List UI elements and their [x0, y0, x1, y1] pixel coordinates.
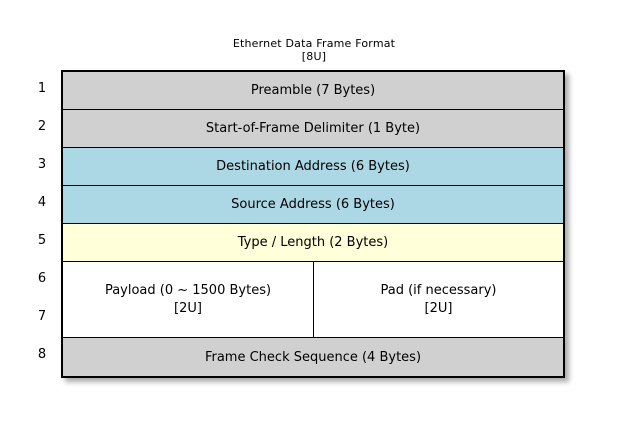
row-number-7: 7	[37, 309, 47, 324]
frame-field-table: Preamble (7 Bytes) Start-of-Frame Delimi…	[61, 70, 565, 378]
row-number-gutter: 1 2 3 4 5 6 7 8	[30, 70, 61, 374]
frame-field-sublabel: [2U]	[424, 300, 453, 316]
frame-field-payload-pad-row: Payload (0 ~ 1500 Bytes) [2U] Pad (if ne…	[63, 262, 563, 338]
row-number-6: 6	[37, 271, 47, 286]
frame-field-label: Destination Address (6 Bytes)	[216, 159, 410, 174]
frame-field-label: Preamble (7 Bytes)	[250, 83, 376, 98]
frame-field-label: Payload (0 ~ 1500 Bytes)	[104, 282, 272, 298]
frame-field-label: Type / Length (2 Bytes)	[237, 235, 389, 250]
frame-field-type-length: Type / Length (2 Bytes)	[63, 224, 563, 262]
frame-field-destination-address: Destination Address (6 Bytes)	[63, 148, 563, 186]
row-number-8: 8	[37, 347, 47, 362]
frame-field-label: Frame Check Sequence (4 Bytes)	[204, 349, 422, 365]
frame-field-start-of-frame-delimiter: Start-of-Frame Delimiter (1 Byte)	[63, 110, 563, 148]
frame-field-frame-check-sequence: Frame Check Sequence (4 Bytes)	[63, 338, 563, 376]
frame-field-label: Source Address (6 Bytes)	[231, 197, 395, 212]
frame-field-source-address: Source Address (6 Bytes)	[63, 186, 563, 224]
frame-field-payload: Payload (0 ~ 1500 Bytes) [2U]	[63, 262, 314, 337]
diagram-title-block: Ethernet Data Frame Format [8U]	[0, 37, 628, 63]
frame-field-label: Pad (if necessary)	[380, 282, 497, 298]
frame-field-label: Start-of-Frame Delimiter (1 Byte)	[205, 121, 421, 136]
row-number-1: 1	[37, 81, 47, 96]
frame-field-sublabel: [2U]	[174, 300, 202, 316]
row-number-2: 2	[37, 119, 47, 134]
frame-field-preamble: Preamble (7 Bytes)	[63, 72, 563, 110]
ethernet-frame-diagram: 1 2 3 4 5 6 7 8 Preamble (7 Bytes) Start…	[30, 70, 598, 390]
page-title: Ethernet Data Frame Format	[232, 37, 396, 50]
frame-field-pad: Pad (if necessary) [2U]	[314, 262, 563, 337]
row-number-5: 5	[37, 233, 47, 248]
row-number-3: 3	[37, 157, 47, 172]
page-title-subscript: [8U]	[301, 49, 327, 63]
row-number-4: 4	[37, 195, 47, 210]
